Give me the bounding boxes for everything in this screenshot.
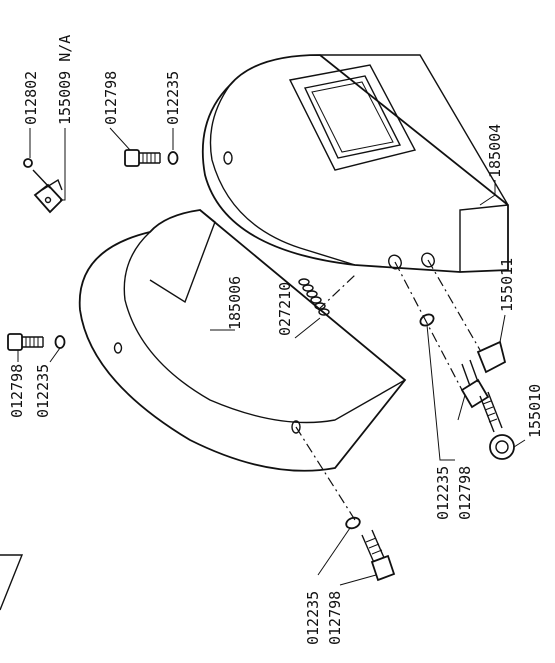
centerline-housing-2 bbox=[427, 259, 481, 351]
bolt-012798-bottom bbox=[361, 529, 396, 582]
washer-012235-mid bbox=[54, 335, 66, 349]
bolt-012798-top bbox=[124, 149, 161, 167]
label-012235-mid: 012235 bbox=[34, 364, 52, 418]
label-185004: 185004 bbox=[486, 124, 504, 178]
centerline-housing-1 bbox=[394, 261, 463, 391]
washer-012235-top bbox=[167, 151, 179, 165]
centerline-spring bbox=[317, 274, 356, 311]
leader-027210 bbox=[294, 317, 321, 339]
label-012798-bottom: 012798 bbox=[326, 591, 344, 645]
leader-012235-lower bbox=[426, 324, 455, 461]
label-155011: 155011 bbox=[498, 258, 516, 312]
leader-012798-lower bbox=[457, 394, 466, 421]
cover-185006 bbox=[78, 209, 407, 472]
screw-012802 bbox=[23, 158, 51, 189]
label-012235-top-right: 012235 bbox=[164, 71, 182, 125]
label-012798-lower: 012798 bbox=[456, 466, 474, 520]
screw-155010 bbox=[479, 391, 515, 460]
label-155009: 155009 N/A bbox=[56, 35, 74, 125]
centerline-bottom bbox=[295, 426, 356, 521]
label-012798-mid: 012798 bbox=[8, 364, 26, 418]
leader-155010 bbox=[513, 439, 526, 448]
washer-012235-bottom bbox=[345, 516, 361, 530]
label-012802: 012802 bbox=[22, 71, 40, 125]
leader-012798-bottom bbox=[339, 574, 377, 586]
leader-012235-bottom bbox=[317, 527, 351, 576]
leader-155011 bbox=[499, 314, 506, 343]
bracket-155009 bbox=[33, 178, 64, 214]
label-185006: 185006 bbox=[226, 276, 244, 330]
label-155010: 155010 bbox=[526, 384, 544, 438]
leader-155009 bbox=[60, 128, 66, 201]
clip-155011 bbox=[476, 340, 507, 374]
label-012235-lower: 012235 bbox=[434, 466, 452, 520]
leader-185004 bbox=[479, 180, 496, 206]
leader-012798-tr bbox=[109, 127, 131, 151]
adjacent-part-edge bbox=[0, 554, 24, 611]
housing-185004 bbox=[201, 54, 509, 273]
leader-012235-mid bbox=[49, 347, 61, 363]
spring-027210 bbox=[298, 278, 330, 316]
label-027210: 027210 bbox=[276, 282, 294, 336]
label-012235-bottom: 012235 bbox=[304, 591, 322, 645]
label-012798-top-right: 012798 bbox=[102, 71, 120, 125]
bolt-012798-mid bbox=[7, 333, 44, 351]
